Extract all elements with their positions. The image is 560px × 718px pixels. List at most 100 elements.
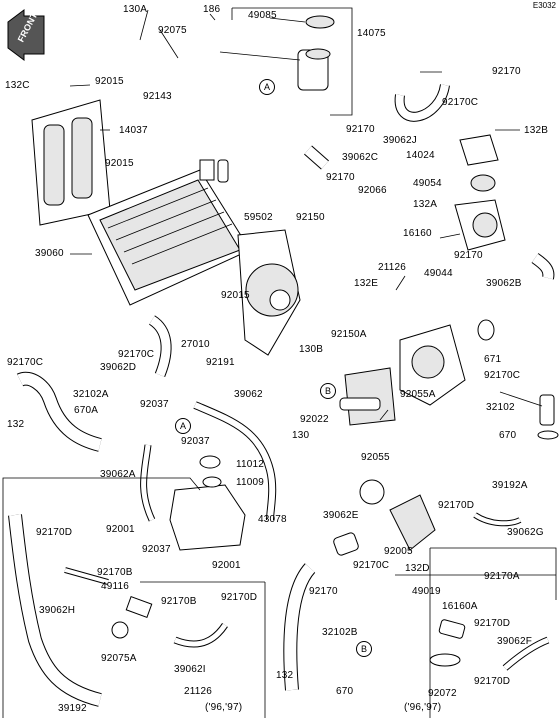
part-label: 92170C [118, 349, 155, 360]
part-label: 43078 [258, 514, 287, 525]
part-label: 49019 [412, 586, 441, 597]
reference-B-marker: B [356, 641, 372, 657]
part-label: 670A [74, 405, 99, 416]
part-label: 92170 [309, 586, 338, 597]
front-arrow-icon [7, 9, 45, 61]
part-label: 92170C [353, 560, 390, 571]
year-note: ('96,'97) [205, 702, 243, 713]
part-label: 92170 [346, 124, 375, 135]
part-label: 92150 [296, 212, 325, 223]
part-label: 39062H [39, 605, 76, 616]
part-label: 92001 [212, 560, 241, 571]
part-label: 132 [7, 419, 25, 430]
part-label: 39062G [507, 527, 544, 538]
part-label: 92170D [36, 527, 73, 538]
part-label: 92170D [474, 676, 511, 687]
part-label: 670 [499, 430, 517, 441]
part-label: 92037 [142, 544, 171, 555]
part-label: 92170C [7, 357, 44, 368]
year-note: ('96,'97) [404, 702, 442, 713]
reference-B-marker: B [320, 383, 336, 399]
part-label: 14075 [357, 28, 386, 39]
part-label: 39062J [383, 135, 418, 146]
water-pump-part [399, 319, 495, 406]
part-label: 39062 [234, 389, 263, 400]
part-label: 670 [336, 686, 354, 697]
part-label: 21126 [378, 262, 407, 273]
part-label: 132E [354, 278, 379, 289]
part-label: 130A [123, 4, 148, 15]
part-label: 92055 [361, 452, 390, 463]
part-label: 92170A [484, 571, 520, 582]
part-label: 92022 [300, 414, 329, 425]
part-label: 14024 [406, 150, 435, 161]
part-label: 39062C [342, 152, 379, 163]
part-label: 27010 [181, 339, 210, 350]
reference-A-marker: A [259, 79, 275, 95]
part-label: 92170 [492, 66, 521, 77]
part-label: 39192A [492, 480, 528, 491]
part-label: 39062E [323, 510, 359, 521]
part-label: 39062D [100, 362, 137, 373]
part-label: 92066 [358, 185, 387, 196]
reservoir-tank-part [169, 455, 246, 551]
part-label: 92015 [95, 76, 124, 87]
part-label: 32102A [73, 389, 109, 400]
part-label: 39062B [486, 278, 522, 289]
part-label: 92015 [221, 290, 250, 301]
part-label: 16160 [403, 228, 432, 239]
part-label: 49085 [248, 10, 277, 21]
part-label: 92170 [326, 172, 355, 183]
part-label: 92015 [105, 158, 134, 169]
part-label: 92075A [101, 653, 137, 664]
part-label: 16160A [442, 601, 478, 612]
part-label: 92143 [143, 91, 172, 102]
pipe-32102-part [539, 394, 555, 426]
part-label: 132C [5, 80, 30, 91]
part-label: 92072 [428, 688, 457, 699]
reference-A-marker: A [175, 418, 191, 434]
part-label: 92170D [221, 592, 258, 603]
part-label: 92170D [474, 618, 511, 629]
part-label: 130 [292, 430, 310, 441]
part-label: 130B [299, 344, 324, 355]
part-label: 92170B [97, 567, 133, 578]
part-label: 39192 [58, 703, 87, 714]
part-label: 92150A [331, 329, 367, 340]
part-label: 92037 [140, 399, 169, 410]
part-label: 21126 [184, 686, 213, 697]
thermostat-part [470, 174, 496, 192]
thermostat-housing-part [454, 199, 506, 251]
diagram-code: E3032 [532, 1, 556, 10]
part-label: 39062I [174, 664, 206, 675]
part-label: 32102B [322, 627, 358, 638]
part-label: 92075 [158, 25, 187, 36]
part-label: 32102 [486, 402, 515, 413]
part-label: 92001 [106, 524, 135, 535]
part-16160A [438, 619, 466, 639]
part-label: 49044 [424, 268, 453, 279]
cooling-fan-part [237, 229, 301, 356]
part-label: 92037 [181, 436, 210, 447]
part-label: 92170D [438, 500, 475, 511]
part-label: 92170 [454, 250, 483, 261]
part-label: 186 [203, 4, 221, 15]
part-label: 92005 [384, 546, 413, 557]
part-label: 49054 [413, 178, 442, 189]
part-label: 39060 [35, 248, 64, 259]
cover-14024-part [459, 134, 499, 166]
part-label: 92191 [206, 357, 235, 368]
housing-92005-part [389, 494, 436, 551]
part-label: 132B [524, 125, 549, 136]
part-label: 39062A [100, 469, 136, 480]
part-label: 671 [484, 354, 502, 365]
valve-49116-part [125, 596, 153, 618]
part-label: 49116 [101, 581, 130, 592]
part-label: 11009 [236, 477, 265, 488]
part-label: 92170C [442, 97, 479, 108]
part-label: 92170B [161, 596, 197, 607]
radiator-part [87, 159, 251, 306]
part-label: 92055A [400, 389, 436, 400]
